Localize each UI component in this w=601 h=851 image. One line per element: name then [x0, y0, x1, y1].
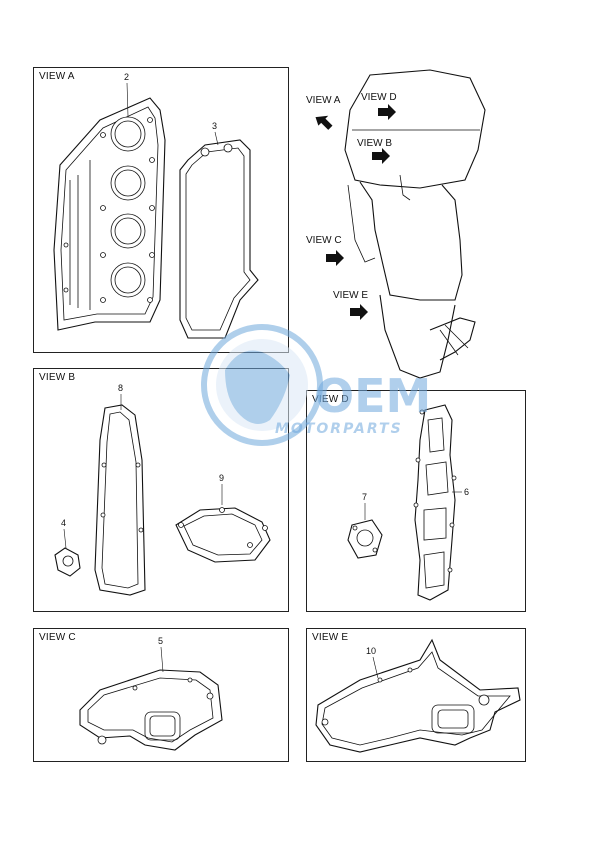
- watermark-logo: OEM: [315, 369, 431, 423]
- engine-label-view-d: VIEW D: [361, 92, 397, 103]
- square-gasket-7: [347, 519, 383, 559]
- watermark-tagline: MOTORPARTS: [275, 421, 403, 437]
- engine-label-view-b: VIEW B: [357, 138, 392, 149]
- small-gasket-4: [54, 547, 81, 577]
- engine-label-view-a: VIEW A: [306, 95, 341, 106]
- watermark-globe-icon: [201, 324, 323, 446]
- intake-manifold-gasket: [413, 404, 457, 601]
- callout-2: 2: [124, 72, 129, 82]
- long-cover-gasket: [94, 404, 146, 596]
- flange-gasket: [175, 507, 271, 563]
- panel-title-view-e: VIEW E: [312, 632, 349, 643]
- panel-view-e: VIEW E: [306, 628, 526, 762]
- panel-title-view-a: VIEW A: [39, 71, 75, 82]
- outboard-engine: [344, 69, 486, 379]
- oil-pan-gasket-10: [315, 638, 521, 753]
- base-gasket-5: [79, 669, 223, 751]
- panel-title-view-d: VIEW D: [312, 394, 349, 405]
- callout-7: 7: [362, 492, 367, 502]
- engine-label-view-e: VIEW E: [333, 290, 368, 301]
- callout-10: 10: [366, 646, 376, 656]
- callout-9: 9: [219, 473, 224, 483]
- panel-title-view-b: VIEW B: [39, 372, 76, 383]
- engine-label-view-c: VIEW C: [306, 235, 342, 246]
- panel-title-view-c: VIEW C: [39, 632, 76, 643]
- callout-3: 3: [212, 121, 217, 131]
- callout-6: 6: [464, 487, 469, 497]
- callout-4: 4: [61, 518, 66, 528]
- callout-8: 8: [118, 383, 123, 393]
- cover-gasket: [179, 139, 259, 339]
- view-arrow-icon: [315, 104, 396, 320]
- cylinder-head-gasket: [53, 97, 166, 331]
- callout-5: 5: [158, 636, 163, 646]
